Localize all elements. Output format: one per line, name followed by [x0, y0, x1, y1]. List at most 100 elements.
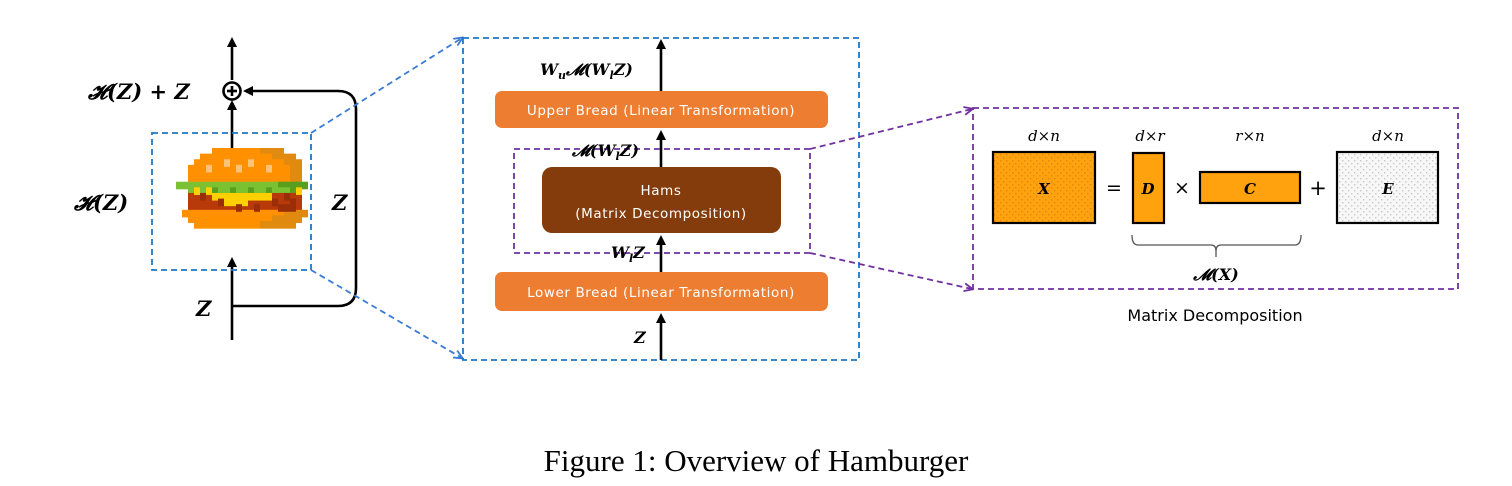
brace — [1131, 234, 1302, 257]
burger-pixel-row — [188, 187, 290, 195]
burger-pixel — [230, 187, 236, 195]
burger-pixel-row — [278, 181, 308, 190]
burger-pixel-row — [182, 209, 284, 218]
burger-pixel — [200, 192, 206, 201]
burger-pixel — [278, 204, 284, 212]
md-title: Matrix Decomposition — [1127, 306, 1302, 325]
burger-pixel-row — [272, 153, 296, 162]
hams-title: Hams — [640, 183, 681, 199]
burger-pixel — [266, 187, 272, 195]
hams-box — [542, 167, 781, 233]
matrix-e — [1335, 150, 1440, 225]
brace-label: 𝓜(X) — [1192, 265, 1238, 284]
block-function-label: 𝓗(Z) — [73, 190, 128, 215]
burger-pixel-row — [290, 170, 302, 179]
burger-pixel — [236, 204, 242, 212]
burger-pixel — [272, 198, 278, 207]
left-residual-block: 𝓗(Z) + Z 𝓗(Z) Z Z — [73, 37, 358, 340]
upper-output-label: Wu𝓜(WlZ) — [540, 60, 633, 82]
add-icon — [222, 81, 242, 101]
burger-pixel-row — [290, 164, 302, 173]
burger-pixel — [224, 192, 230, 201]
burger-pixel — [254, 192, 260, 201]
hams-input-label: WlZ — [611, 243, 646, 265]
burger-pixel-row — [176, 181, 278, 190]
burger-pixel — [266, 164, 272, 173]
burger-pixel-row — [194, 221, 260, 229]
matrix-d — [1131, 151, 1166, 225]
lower-bread-label: Lower Bread (Linear Transformation) — [527, 285, 795, 301]
burger-pixel — [218, 192, 224, 201]
output-label: 𝓗(Z) + Z — [87, 79, 190, 104]
burger-pixel-row — [200, 153, 272, 162]
burger-pixel — [284, 204, 290, 212]
burger-pixel — [236, 192, 242, 201]
c-dims: r×n — [1235, 127, 1264, 145]
hams-subtitle: (Matrix Decomposition) — [575, 206, 747, 222]
zoom-source-box — [151, 132, 312, 271]
burger-pixel — [212, 187, 218, 195]
burger-pixel — [224, 159, 230, 167]
d-dims: d×r — [1135, 127, 1165, 145]
burger-pixel — [266, 192, 272, 201]
plus-sign: + — [1309, 176, 1327, 200]
burger-pixel — [194, 187, 200, 195]
burger-pixel — [296, 187, 302, 195]
burger-pixel — [248, 187, 254, 195]
burger-pixel — [230, 192, 236, 201]
skip-label: Z — [331, 190, 348, 215]
burger-pixel — [236, 198, 242, 207]
burger-pixel — [284, 192, 290, 201]
burger-pixel-row — [260, 221, 296, 229]
burger-pixel-row — [284, 159, 302, 167]
burger-pixel-row — [188, 215, 272, 224]
e-dims: d×n — [1372, 127, 1404, 145]
burger-pixel — [248, 159, 254, 167]
burger-pixel — [290, 198, 296, 207]
burger-pixel — [242, 192, 248, 201]
burger-pixel — [206, 164, 212, 173]
skip-connection-arrow — [232, 86, 358, 308]
hamburger-icon — [176, 148, 308, 229]
times-sign: × — [1174, 177, 1190, 199]
burger-pixel-row — [284, 209, 308, 218]
lower-bread-box — [495, 272, 828, 311]
burger-pixel — [218, 198, 224, 207]
burger-pixel — [206, 187, 212, 195]
burger-pixel — [242, 198, 248, 207]
md-box — [972, 107, 1459, 290]
hamburger-detail-block: Upper Bread (Linear Transformation) Hams… — [462, 37, 860, 361]
matrix-x-label: X — [1037, 180, 1051, 198]
matrix-c-label: C — [1244, 180, 1256, 198]
burger-pixel-row — [188, 176, 290, 184]
burger-pixel-row — [290, 176, 302, 184]
zoom-connector-bottom — [310, 269, 462, 358]
zoom-connector-top — [310, 38, 462, 134]
burger-pixel — [212, 192, 218, 201]
burger-pixel — [230, 198, 236, 207]
equals-sign: = — [1106, 177, 1122, 199]
burger-pixel-row — [194, 159, 284, 167]
burger-pixel-row — [188, 204, 302, 212]
matrix-x — [991, 150, 1097, 225]
burger-pixel — [290, 204, 296, 212]
matrix-d-label: D — [1140, 180, 1154, 198]
upper-bread-box — [495, 91, 828, 128]
burger-pixel — [254, 204, 260, 212]
md-connector-bottom — [809, 252, 972, 289]
x-dims: d×n — [1028, 127, 1060, 145]
matrix-c — [1198, 170, 1302, 205]
middle-input-label: Z — [633, 328, 647, 347]
md-connector-top — [809, 109, 972, 150]
hamburger-overview-diagram: 𝓗(Z) + Z 𝓗(Z) Z Z Upper Bread (Linear Tr… — [73, 0, 1459, 361]
burger-pixel-row — [272, 215, 302, 224]
input-label: Z — [195, 296, 212, 321]
burger-pixel-row — [188, 170, 290, 179]
hams-output-label: 𝓜(WlZ) — [571, 141, 639, 163]
burger-pixel — [260, 192, 266, 201]
burger-pixel-row — [260, 148, 284, 156]
figure-caption: Figure 1: Overview of Hamburger — [543, 443, 969, 478]
upper-bread-label: Upper Bread (Linear Transformation) — [527, 103, 795, 119]
matrix-e-label: E — [1381, 180, 1394, 198]
burger-pixel — [248, 192, 254, 201]
